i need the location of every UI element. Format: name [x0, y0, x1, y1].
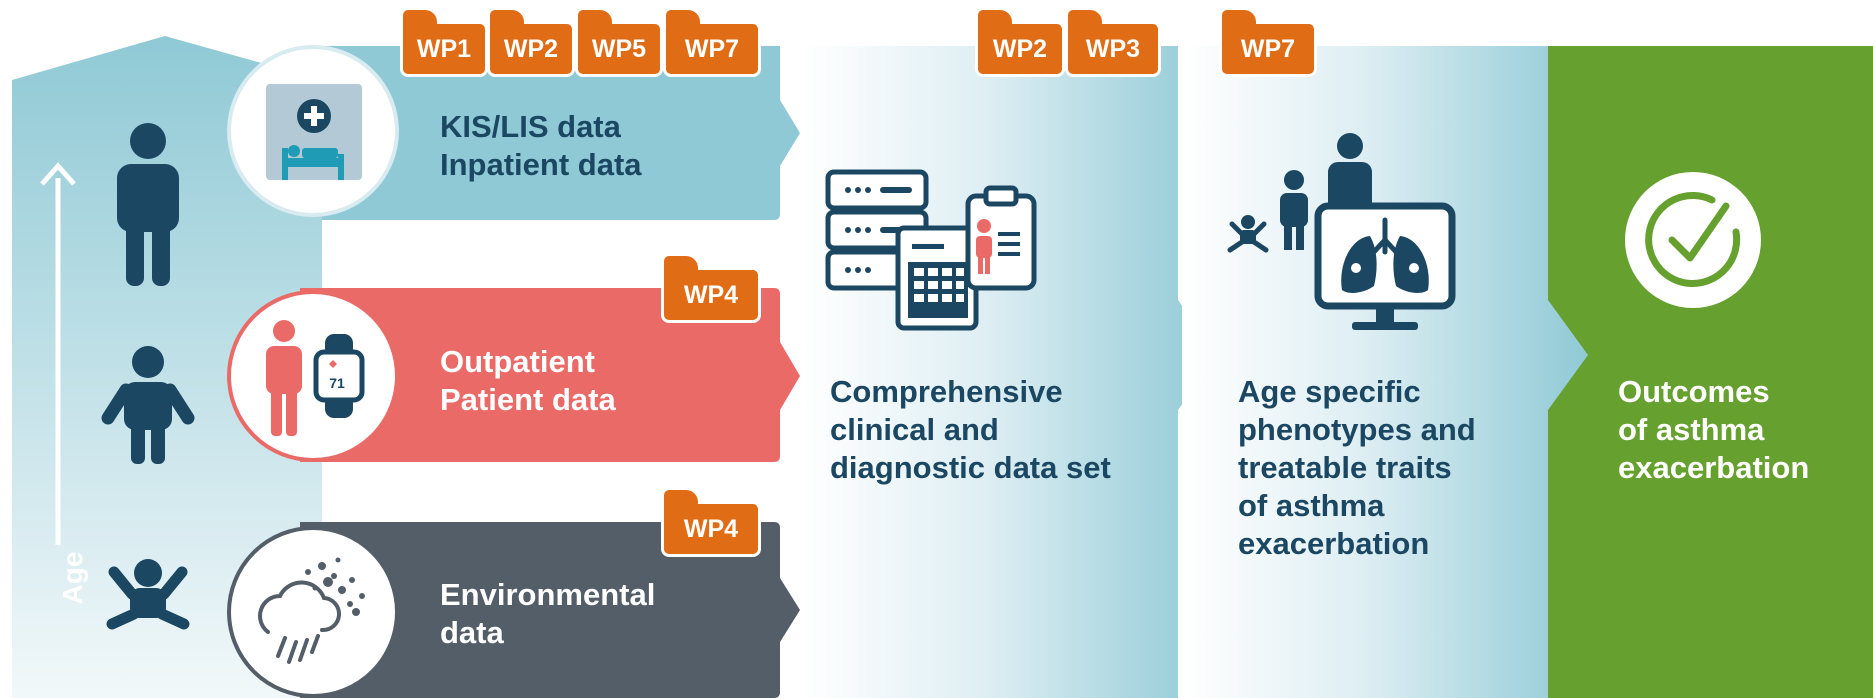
environmental-band: [300, 522, 800, 698]
inpatient-label: KIS/LIS data Inpatient data: [440, 108, 642, 184]
database-records-icon: [825, 169, 1037, 331]
environment-circle: [227, 526, 399, 698]
outcome-label-line3: exacerbation: [1618, 450, 1810, 485]
tab-outpatient-wp4: WP4: [664, 256, 758, 320]
particles: [305, 557, 365, 616]
dataset-label-line1: Comprehensive: [830, 374, 1063, 409]
stage-outcome-band: [1548, 46, 1873, 698]
phenotype-label-line2: phenotypes and: [1238, 412, 1476, 447]
outpatient-label-line2: Patient data: [440, 382, 616, 417]
tab-phenotype-wp7: WP7: [1222, 10, 1314, 74]
phenotype-label-line4: of asthma: [1238, 488, 1385, 523]
environmental-label: Environmental data: [440, 576, 655, 652]
person-smartwatch-icon: 71: [266, 320, 365, 436]
outcome-label: Outcomes of asthma exacerbation: [1618, 373, 1809, 487]
adult-icon: [117, 123, 179, 286]
age-axis-label: Age: [57, 551, 88, 605]
phenotype-label: Age specific phenotypes and treatable tr…: [1238, 373, 1476, 563]
tab-dataset-wp2: WP2: [978, 10, 1062, 74]
outpatient-band: [300, 288, 800, 462]
tab-environmental-wp4: WP4: [664, 490, 758, 554]
stage-phenotype-band: [1182, 46, 1590, 698]
age-column: [12, 36, 322, 698]
tab-inpatient-wp1: WP1: [403, 10, 485, 74]
infant-icon: [106, 559, 190, 630]
phenotype-label-line3: treatable traits: [1238, 450, 1452, 485]
watch-display: 71: [329, 375, 345, 391]
cloud-particles-icon: [258, 580, 341, 664]
checkmark-icon: [1625, 172, 1761, 308]
hospital-bed-icon: [266, 84, 362, 180]
outcome-label-line1: Outcomes: [1618, 374, 1770, 409]
dataset-label: Comprehensive clinical and diagnostic da…: [830, 373, 1111, 487]
tab-dataset-wp3: WP3: [1068, 10, 1158, 74]
phenotype-label-line1: Age specific: [1238, 374, 1421, 409]
tab-inpatient-wp2: WP2: [490, 10, 572, 74]
phenotype-label-line5: exacerbation: [1238, 526, 1430, 561]
child-icon: [101, 346, 195, 464]
inpatient-label-line1: KIS/LIS data: [440, 109, 621, 144]
outpatient-label: Outpatient Patient data: [440, 343, 616, 419]
outpatient-circle: [227, 290, 399, 462]
dataset-label-line2: clinical and: [830, 412, 999, 447]
stage-dataset-band: [802, 46, 1218, 698]
inpatient-band: [322, 46, 800, 220]
outcome-label-line2: of asthma: [1618, 412, 1765, 447]
tab-inpatient-wp5: WP5: [578, 10, 660, 74]
dataset-label-line3: diagnostic data set: [830, 450, 1111, 485]
tab-inpatient-wp7: WP7: [666, 10, 758, 74]
environmental-label-line1: Environmental: [440, 577, 656, 612]
family-lung-monitor-icon: [1227, 133, 1456, 330]
outpatient-label-line1: Outpatient: [440, 344, 595, 379]
environmental-label-line2: data: [440, 615, 504, 650]
inpatient-label-line2: Inpatient data: [440, 147, 642, 182]
